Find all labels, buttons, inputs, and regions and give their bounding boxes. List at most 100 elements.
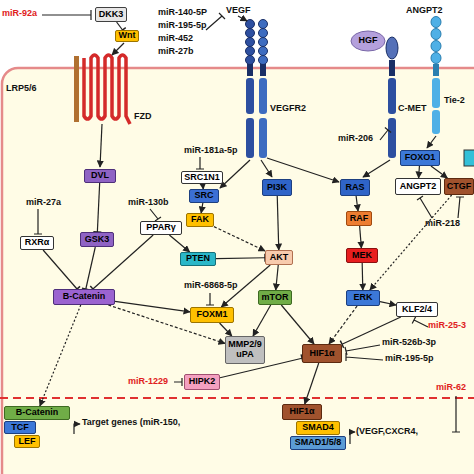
protein-box: SMAD4 [296,421,340,435]
box-label: SRC [194,191,213,201]
box-label: HIF1α [289,407,314,417]
connector-line [220,358,302,377]
box-label: RXRα [25,238,50,248]
text-label: miR-452 [158,34,193,44]
protein-box: DKK3 [95,7,127,22]
text-label: miR-206 [338,134,373,144]
inhibition-bar [119,28,125,33]
text-label: miR-27a [26,198,61,208]
ig-domain [431,53,441,64]
connector-line [115,301,190,312]
activation-arrow [100,124,102,167]
protein-box: B-Catenin [53,289,115,305]
box-label: mTOR [262,293,289,303]
mirna-label: miR-1229 [128,377,168,387]
protein-box: SRC [189,189,219,203]
text-label: ANGPT2 [406,6,443,16]
ig-domain [259,29,268,38]
box-label: HIPK2 [189,377,216,387]
kinase-domain [246,118,254,158]
transcription-arrow [350,432,355,444]
pathway-connector [202,184,204,189]
transcription-arrow [74,424,80,434]
pathway-connector [380,302,396,305]
text-label: miR-218 [425,219,460,229]
connector-line [418,166,420,178]
tie2-receptor [431,17,441,135]
box-label: B-Catenin [16,408,59,418]
box-label: B-Catenin [63,292,106,302]
connector-line [117,22,123,30]
inhibition-bar [264,254,266,262]
pathway-connector [214,227,265,251]
inhibition-line [150,209,161,221]
pathway-connector [362,263,364,290]
protein-box: DVL [84,169,116,183]
protein-box: RAF [346,211,372,226]
inhibition-line [206,293,214,305]
protein-box: SRC1N1 [181,171,223,184]
inhibition-line [346,353,383,361]
connector-line [253,305,271,336]
pathway-connector [108,305,225,343]
vegfr2-receptor [246,20,268,159]
protein-box: SMAD1/5/8 [290,436,346,450]
ig-domain [259,20,268,29]
inhibition-bar [74,286,80,291]
text-label: miR-526b-3p [382,338,436,348]
connector-line [276,265,279,290]
inhibition-line [380,128,391,141]
connector-line [214,227,265,251]
pathway-connector [221,265,270,307]
connector-line [329,306,357,344]
protein-box: PI3K [262,179,292,196]
inhibition-line [456,197,464,218]
protein-box: PTEN [180,252,216,266]
box-label: GSK3 [85,235,110,245]
box-label: KLF2/4 [402,305,432,315]
connector-line [43,250,77,289]
box-label: ANGPT2 [400,182,437,192]
box-label: HIF1α [309,349,334,359]
protein-box: mTOR [258,290,292,305]
protein-box: MEK [346,248,378,263]
connector-line [380,302,396,305]
protein-box: AKT [265,250,293,265]
connector-line [97,183,99,232]
text-label: C-MET [398,104,427,114]
ig-domain [246,38,255,47]
connector-line [342,317,401,344]
inhibition-bar [90,286,95,292]
text-label: miR-195-5p [385,354,434,364]
box-label: SMAD1/5/8 [295,438,342,448]
protein-box: TCF [4,421,36,434]
kinase-domain [259,118,267,158]
connector-line [220,323,232,336]
protein-box: CTGF [444,178,474,195]
pathway-connector [220,323,232,336]
text-label: miR-6868-5p [184,281,238,291]
box-label: ERK [353,293,372,303]
box-label: DKK3 [99,10,124,20]
protein-box: ANGPT2 [395,178,441,195]
inhibition-line [174,378,182,386]
text-label: (VEGF,CXCR4, [356,427,418,437]
inhibition-line [196,157,204,169]
box-label: MEK [352,251,372,261]
protein-box: MMP2/9 uPA [225,336,265,364]
box-label: SRC1N1 [184,173,220,183]
pathway-connector [277,196,279,250]
leader-lines [34,10,464,444]
sema-domain [386,37,398,59]
connector-line [370,195,452,290]
kinase-domain [432,78,440,108]
kinase-domain [246,78,254,114]
protein-box: Wnt [115,30,139,42]
kinase-domain [432,110,440,134]
pathway-connector [216,254,265,262]
connector-line [360,226,362,248]
ig-domain [431,17,441,28]
box-label: CTGF [447,182,472,192]
text-label: miR-140-5P [158,8,207,18]
box-label: FAK [191,215,209,225]
